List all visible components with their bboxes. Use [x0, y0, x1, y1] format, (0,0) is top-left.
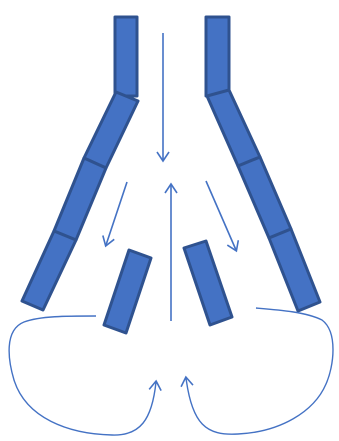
inner-plates	[102, 239, 234, 335]
right-wall-segment-1	[205, 88, 262, 168]
recirculation-loops	[8, 307, 334, 436]
left-inner-plate	[102, 248, 153, 335]
right-wall-top-block	[204, 15, 231, 98]
right-wall-segment-3	[267, 227, 322, 313]
left-wall-segment-1	[82, 90, 140, 170]
left-wall-segment-2	[52, 156, 108, 242]
left-wall-top-block	[113, 15, 139, 98]
left-wall	[20, 15, 140, 312]
left-diagonal-down-arrow	[102, 181, 128, 248]
flow-arrows	[102, 33, 240, 321]
left-loop-arrow	[8, 315, 162, 436]
right-wall	[204, 15, 322, 313]
left-wall-segment-3	[20, 229, 78, 312]
right-loop-arrow	[180, 307, 334, 435]
right-diagonal-down-arrow	[205, 180, 240, 253]
right-wall-segment-2	[236, 155, 293, 240]
right-inner-plate	[182, 239, 234, 327]
